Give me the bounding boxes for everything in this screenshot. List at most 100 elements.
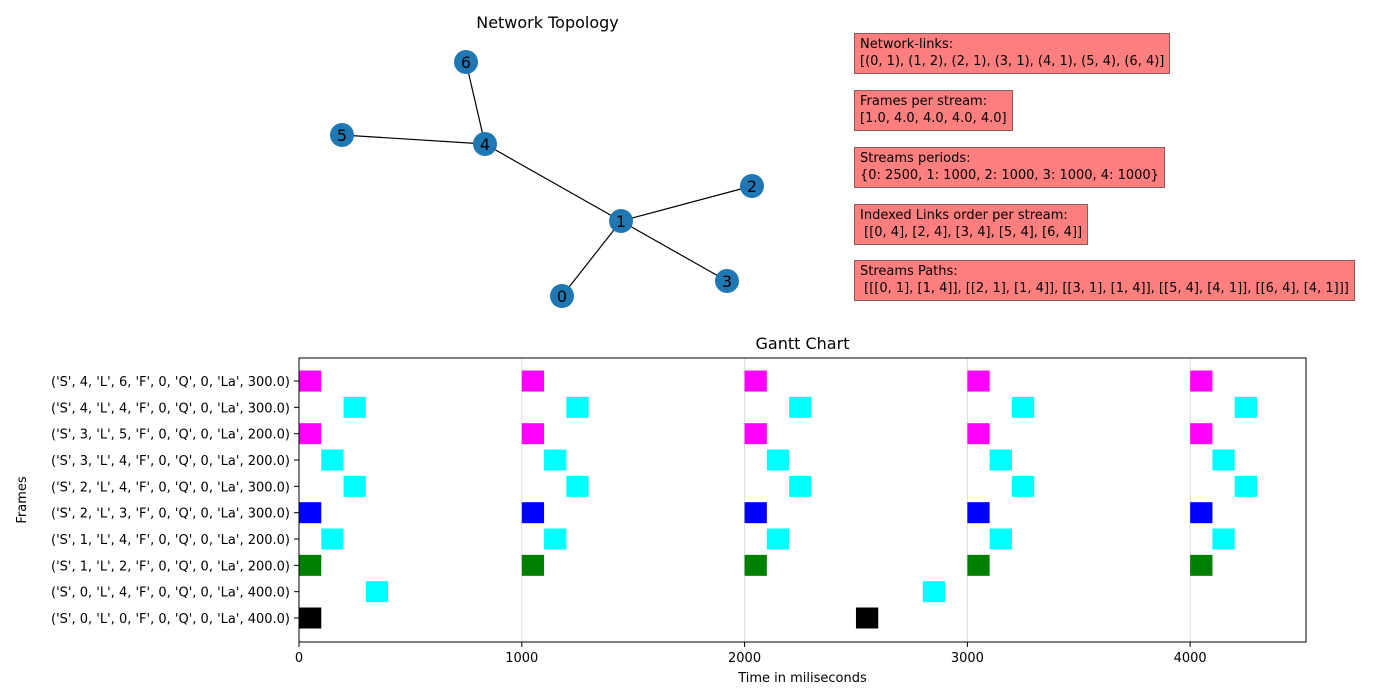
gantt-bar [766,449,790,471]
node-5 [330,123,354,147]
gantt-bar [299,370,322,392]
node-6 [454,50,478,74]
x-axis-label: Time in miliseconds [737,671,867,686]
gantt-bar [521,554,545,576]
y-tick-label: ('S', 1, 'L', 2, 'F', 0, 'Q', 0, 'La', 2… [51,559,290,574]
gantt-bar [855,607,879,629]
gantt-bar [744,554,767,576]
gantt-bar [1011,396,1035,418]
gantt-bar [967,502,990,524]
network-links-value: [(0, 1), (1, 2), (2, 1), (3, 1), (4, 1),… [860,54,1165,69]
gantt-bar [766,528,790,550]
node-3 [715,269,739,293]
node-label-5: 5 [337,126,347,145]
streams-periods-title: Streams periods: [860,151,971,166]
node-label-6: 6 [461,53,471,72]
node-label-0: 0 [557,287,567,306]
streams-paths-title: Streams Paths: [860,264,958,279]
frames-per-stream-value: [1.0, 4.0, 4.0, 4.0, 4.0] [860,111,1007,126]
x-tick-label: 3000 [951,651,984,666]
links-order-title: Indexed Links order per stream: [860,208,1068,223]
y-tick-label: ('S', 4, 'L', 6, 'F', 0, 'Q', 0, 'La', 3… [51,375,290,390]
gantt-bar [789,475,812,497]
gantt-bar [1190,502,1213,524]
gantt-bar [989,449,1012,471]
plot-frame [298,357,1307,643]
gantt-bar [321,449,344,471]
node-label-4: 4 [480,135,490,154]
gantt-chart-title: Gantt Chart [755,334,850,353]
node-label-1: 1 [616,212,626,231]
gantt-bar [789,396,812,418]
gantt-bar [1234,396,1257,418]
node-1 [609,209,633,233]
node-0 [550,284,574,308]
y-tick-label: ('S', 2, 'L', 4, 'F', 0, 'Q', 0, 'La', 3… [51,480,290,495]
y-tick-label: ('S', 0, 'L', 4, 'F', 0, 'Q', 0, 'La', 4… [51,586,290,601]
network-topology-graph: 0 1 2 3 4 5 6 [330,50,764,308]
gantt-bar [1011,475,1035,497]
y-tick-label: ('S', 3, 'L', 4, 'F', 0, 'Q', 0, 'La', 2… [51,454,290,469]
gantt-bar [299,502,322,524]
links-order-box: Indexed Links order per stream: [[0, 4],… [854,204,1089,245]
gantt-chart: 0 1000 2000 3000 4000 ('S', 0, 'L', 0, 'F', 0… [15,357,1307,686]
x-tick-label: 0 [295,651,303,666]
x-tick-label: 4000 [1174,651,1207,666]
gantt-bar [299,423,322,445]
gantt-bar [1212,528,1235,550]
y-tick-label: ('S', 4, 'L', 4, 'F', 0, 'Q', 0, 'La', 3… [51,401,290,416]
gantt-bar [1190,370,1213,392]
gantt-bar [521,370,545,392]
network-links-box: Network-links: [(0, 1), (1, 2), (2, 1), … [854,33,1171,74]
y-tick-label: ('S', 3, 'L', 5, 'F', 0, 'Q', 0, 'La', 2… [51,428,290,443]
gantt-bar [922,581,946,603]
x-tick-label: 1000 [505,651,538,666]
gantt-bar [566,396,589,418]
gantt-bar [544,449,567,471]
gantt-bar [299,607,322,629]
gantt-bar [365,581,389,603]
node-4 [473,132,497,156]
y-tick-label: ('S', 2, 'L', 3, 'F', 0, 'Q', 0, 'La', 3… [51,507,290,522]
edge-3-1 [620,220,728,282]
links-order-value: [[0, 4], [2, 4], [3, 4], [5, 4], [6, 4]] [860,225,1083,240]
topology-title: Network Topology [476,13,619,32]
gantt-bar [967,554,990,576]
streams-periods-box: Streams periods: {0: 2500, 1: 1000, 2: 1… [854,147,1165,188]
edge-4-1 [484,143,622,222]
node-label-3: 3 [722,272,732,291]
frames-per-stream-title: Frames per stream: [860,94,988,109]
edge-5-4 [341,134,486,145]
network-links-title: Network-links: [860,37,954,52]
gantt-bar [744,502,767,524]
gantt-bar [321,528,344,550]
streams-paths-box: Streams Paths: [[[0, 1], [1, 4]], [[2, 1… [854,260,1355,301]
node-label-2: 2 [747,177,757,196]
gantt-bar [343,475,366,497]
y-tick-label: ('S', 1, 'L', 4, 'F', 0, 'Q', 0, 'La', 2… [51,533,290,548]
gantt-bar [989,528,1012,550]
streams-paths-value: [[[0, 1], [1, 4]], [[2, 1], [1, 4]], [[3… [860,281,1349,296]
y-tick-label: ('S', 0, 'L', 0, 'F', 0, 'Q', 0, 'La', 4… [51,612,290,627]
gantt-bar [967,370,990,392]
streams-periods-value: {0: 2500, 1: 1000, 2: 1000, 3: 1000, 4: … [860,168,1159,183]
node-2 [740,174,764,198]
gantt-bar [1190,554,1213,576]
edge-1-2 [620,185,753,222]
gantt-bar [967,423,990,445]
frames-per-stream-box: Frames per stream: [1.0, 4.0, 4.0, 4.0, … [854,90,1013,131]
edge-0-1 [561,220,622,297]
gantt-bar [744,370,767,392]
x-tick-label: 2000 [728,651,761,666]
gantt-bar [1234,475,1257,497]
gantt-bar [299,554,322,576]
gantt-bar [566,475,589,497]
gantt-bar [521,423,545,445]
edge-6-4 [465,61,486,145]
gantt-bar [343,396,366,418]
gantt-bar [1190,423,1213,445]
gantt-bar [544,528,567,550]
y-axis-label: Frames [15,476,30,524]
gantt-bar [744,423,767,445]
gantt-bar [521,502,545,524]
